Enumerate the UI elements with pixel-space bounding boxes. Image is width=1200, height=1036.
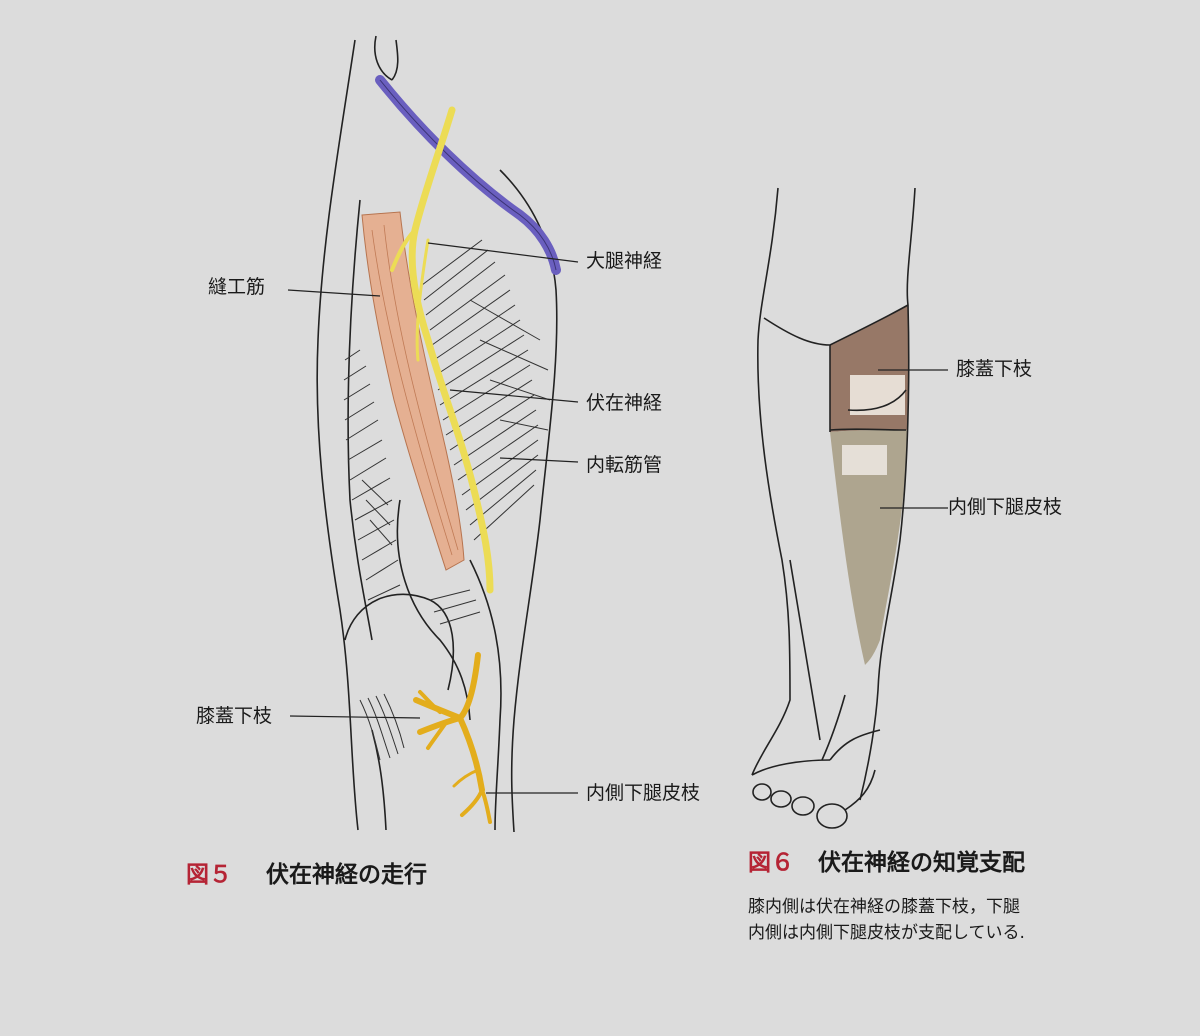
zone-medial-crural	[830, 430, 908, 665]
figure6-number: 図６	[748, 850, 794, 876]
label-femoral-nerve: 大腿神経	[586, 250, 663, 272]
figure5-number: 図５	[186, 862, 232, 888]
vastus-muscle-hatching	[343, 349, 401, 601]
femoral-vessel-edge	[379, 79, 557, 271]
infrapatellar-branch-nerve	[413, 652, 481, 750]
label-saphenous-nerve: 伏在神経	[586, 392, 663, 414]
knee-crease-lines	[359, 589, 481, 761]
figure6-description-line1: 膝内側は伏在神経の膝蓋下枝，下腿	[748, 897, 1020, 917]
toes	[752, 769, 876, 829]
figure6-description-line2: 内側は内側下腿皮枝が支配している.	[748, 923, 1025, 943]
label-medial-crural-branch-fig6: 内側下腿皮枝	[948, 496, 1063, 518]
label-adductor-canal: 内転筋管	[586, 454, 663, 476]
figure5-title: 伏在神経の走行	[266, 862, 427, 888]
zone-medial-crural-highlight	[842, 445, 887, 475]
label-medial-crural-branch-fig5: 内側下腿皮枝	[586, 782, 701, 804]
sartorius-fibers	[371, 224, 459, 556]
leg-outline	[751, 187, 916, 801]
adductor-muscle-hatching	[421, 239, 551, 541]
figure6-leader-lines	[878, 369, 948, 509]
label-sartorius: 縫工筋	[208, 276, 266, 298]
label-infrapatellar-branch-fig5: 膝蓋下枝	[196, 705, 273, 727]
zone-infrapatellar-highlight	[850, 375, 905, 415]
medial-crural-branch-nerve	[452, 715, 492, 824]
saphenous-nerve	[390, 106, 494, 594]
figure6-title: 伏在神経の知覚支配	[818, 850, 1025, 876]
label-infrapatellar-branch-fig6: 膝蓋下枝	[956, 358, 1033, 380]
figure5-leader-lines	[287, 242, 579, 794]
